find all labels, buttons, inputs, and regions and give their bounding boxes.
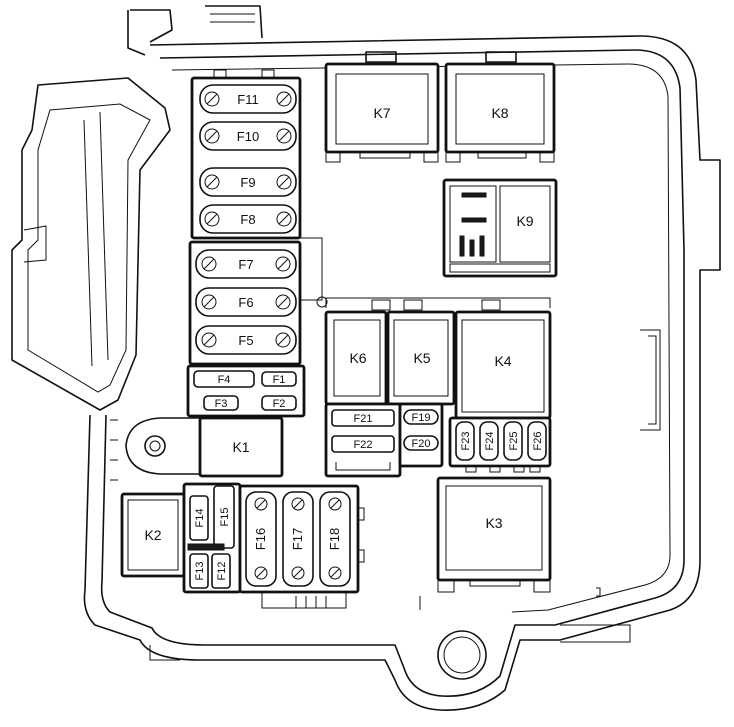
fuse-f8: F8 <box>199 204 297 234</box>
fuse-label-f2: F2 <box>273 398 286 410</box>
fuse-label-f8: F8 <box>240 212 255 227</box>
fuse-f6: F6 <box>195 287 297 317</box>
relay-block-middle <box>325 297 551 311</box>
fuse-label-f17: F17 <box>290 528 305 550</box>
relay-label-k1: K1 <box>232 439 249 455</box>
fuse-block-f21-f22: F21 F22 <box>324 402 402 478</box>
relay-label-k8: K8 <box>491 105 508 121</box>
relay-label-k4: K4 <box>494 353 511 369</box>
relay-k5: K5 <box>386 310 456 406</box>
relay-label-k6: K6 <box>349 350 366 366</box>
fuse-label-f22: F22 <box>354 439 373 451</box>
fuse-label-f16: F16 <box>253 528 268 550</box>
fuse-block-f16-f18: F16 F17 F18 <box>238 484 365 609</box>
fuse-label-f1: F1 <box>273 374 286 386</box>
relay-label-k7: K7 <box>373 105 390 121</box>
fuse-label-f6: F6 <box>238 295 253 310</box>
fuse-label-f19: F19 <box>412 412 431 424</box>
fuse-label-f24: F24 <box>484 432 496 451</box>
fuse-label-f26: F26 <box>532 432 544 451</box>
fuse-label-f5: F5 <box>238 333 253 348</box>
fuse-f9: F9 <box>199 167 297 197</box>
relay-label-k5: K5 <box>413 350 430 366</box>
relay-k6: K6 <box>324 310 388 406</box>
housing-details <box>110 419 601 610</box>
fuse-label-f14: F14 <box>194 509 206 528</box>
fuse-label-f20: F20 <box>412 438 431 450</box>
relay-label-k3: K3 <box>485 515 502 531</box>
fuse-f11: F11 <box>199 84 297 114</box>
fuse-label-f9: F9 <box>240 175 255 190</box>
relay-label-k9: K9 <box>516 213 533 229</box>
fuse-label-f11: F11 <box>237 92 258 107</box>
relay-label-k2: K2 <box>144 527 161 543</box>
side-latch <box>11 77 171 411</box>
small-fuse-block: F4 F1 F3 F2 <box>186 364 306 418</box>
relay-k4: K4 <box>454 310 552 420</box>
relay-k1: K1 <box>125 416 284 478</box>
relay-k3: K3 <box>436 476 552 593</box>
fuse-f10: F10 <box>199 121 297 151</box>
relay-k8: K8 <box>444 51 556 163</box>
fuse-block-f19-f20: F19 F20 <box>398 402 444 468</box>
fuse-block-f12-f15: F14 F15 F13 F12 <box>182 482 242 594</box>
fuse-label-f3: F3 <box>215 398 228 410</box>
fuse-label-f10: F10 <box>237 129 259 144</box>
fuse-label-f25: F25 <box>508 432 520 451</box>
fuse-label-f12: F12 <box>216 562 228 581</box>
relay-k2: K2 <box>120 492 186 578</box>
fuse-label-f4: F4 <box>218 374 231 386</box>
relay-k7: K7 <box>324 51 440 163</box>
fuse-label-f18: F18 <box>327 528 342 550</box>
fuse-label-f21: F21 <box>354 413 373 425</box>
fuse-f7: F7 <box>195 249 297 279</box>
fuse-label-f7: F7 <box>238 257 253 272</box>
fuse-f5: F5 <box>195 325 297 355</box>
fuse-label-f15: F15 <box>219 508 231 527</box>
fuse-block-f23-f26: F23 F24 F25 F26 <box>448 416 552 473</box>
relay-k9: K9 <box>442 178 558 278</box>
housing-outline <box>83 5 721 711</box>
fuse-label-f23: F23 <box>460 432 472 451</box>
fuse-label-f13: F13 <box>194 562 206 581</box>
